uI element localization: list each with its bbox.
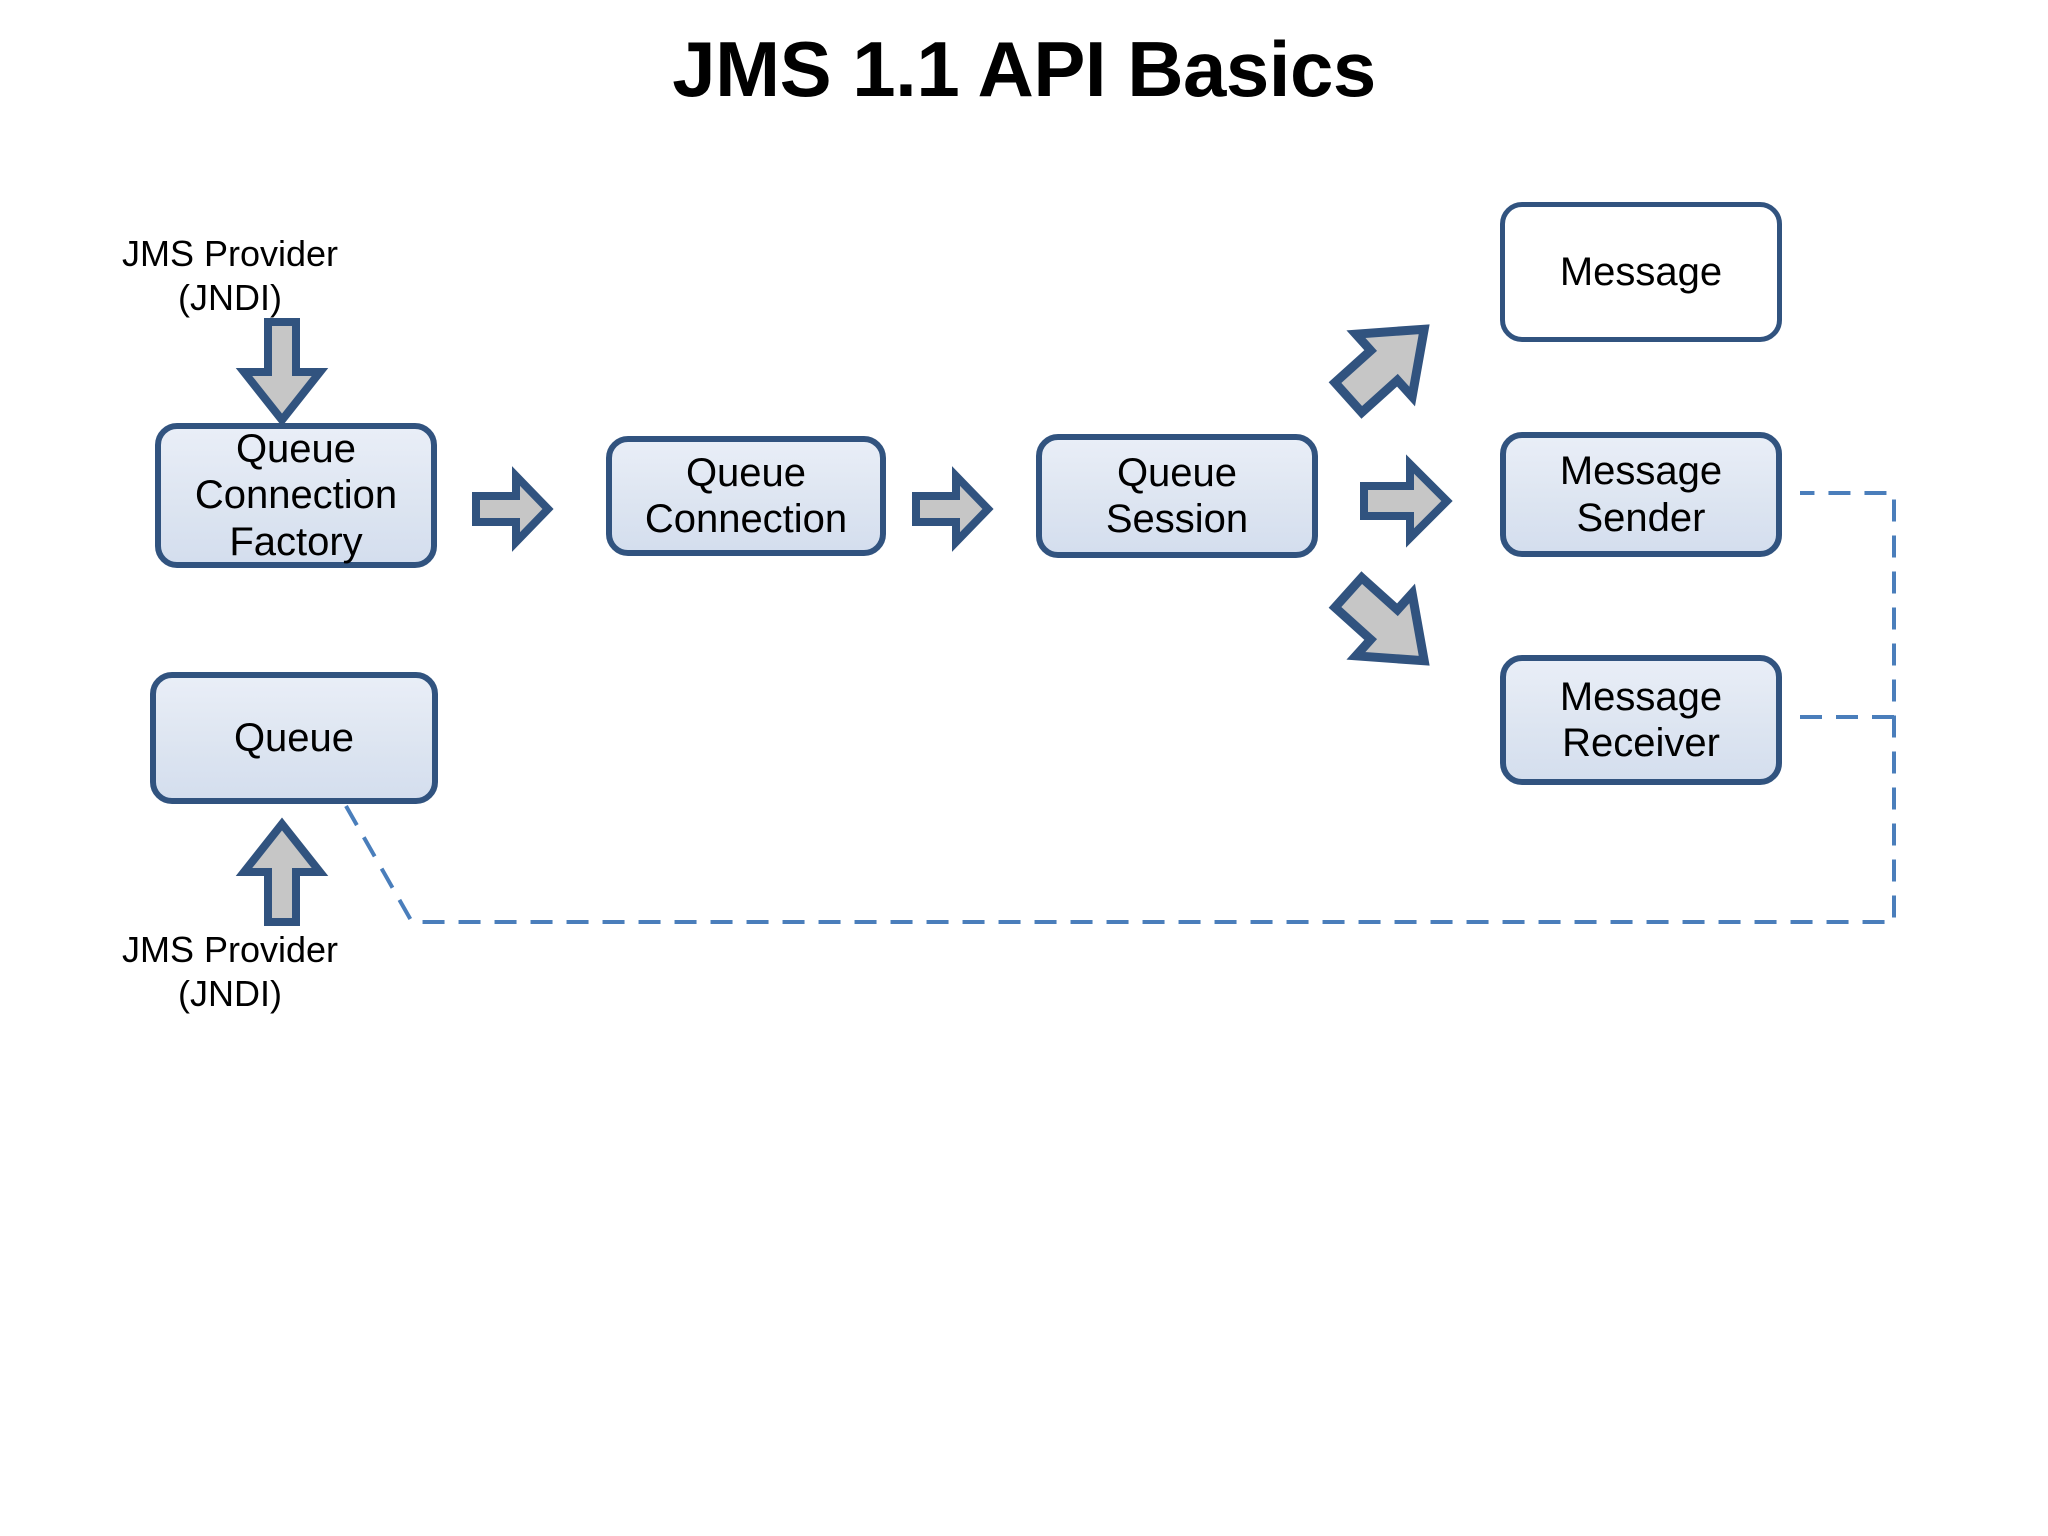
- arrow-factory-to-connection-icon: [472, 466, 554, 552]
- label-jms-provider-top: JMS Provider (JNDI): [121, 233, 339, 318]
- node-message-receiver[interactable]: Message Receiver: [1500, 655, 1782, 785]
- arrow-session-to-receiver-icon: [1320, 570, 1460, 690]
- node-queue[interactable]: Queue: [150, 672, 438, 804]
- node-queue-connection[interactable]: Queue Connection: [606, 436, 886, 556]
- arrow-session-to-message-icon: [1320, 300, 1460, 420]
- node-queue-session[interactable]: Queue Session: [1036, 434, 1318, 558]
- label-jms-provider-bottom: JMS Provider (JNDI): [121, 929, 339, 1014]
- arrow-jndi-to-queue-icon: [235, 817, 329, 926]
- node-queue-connection-factory[interactable]: Queue Connection Factory: [155, 423, 437, 568]
- page-title: JMS 1.1 API Basics: [672, 25, 1376, 113]
- node-message[interactable]: Message: [1500, 202, 1782, 342]
- arrow-jndi-to-factory-icon: [235, 318, 329, 427]
- node-message-sender[interactable]: Message Sender: [1500, 432, 1782, 557]
- arrow-connection-to-session-icon: [912, 466, 994, 552]
- arrow-session-to-sender-icon: [1360, 454, 1453, 548]
